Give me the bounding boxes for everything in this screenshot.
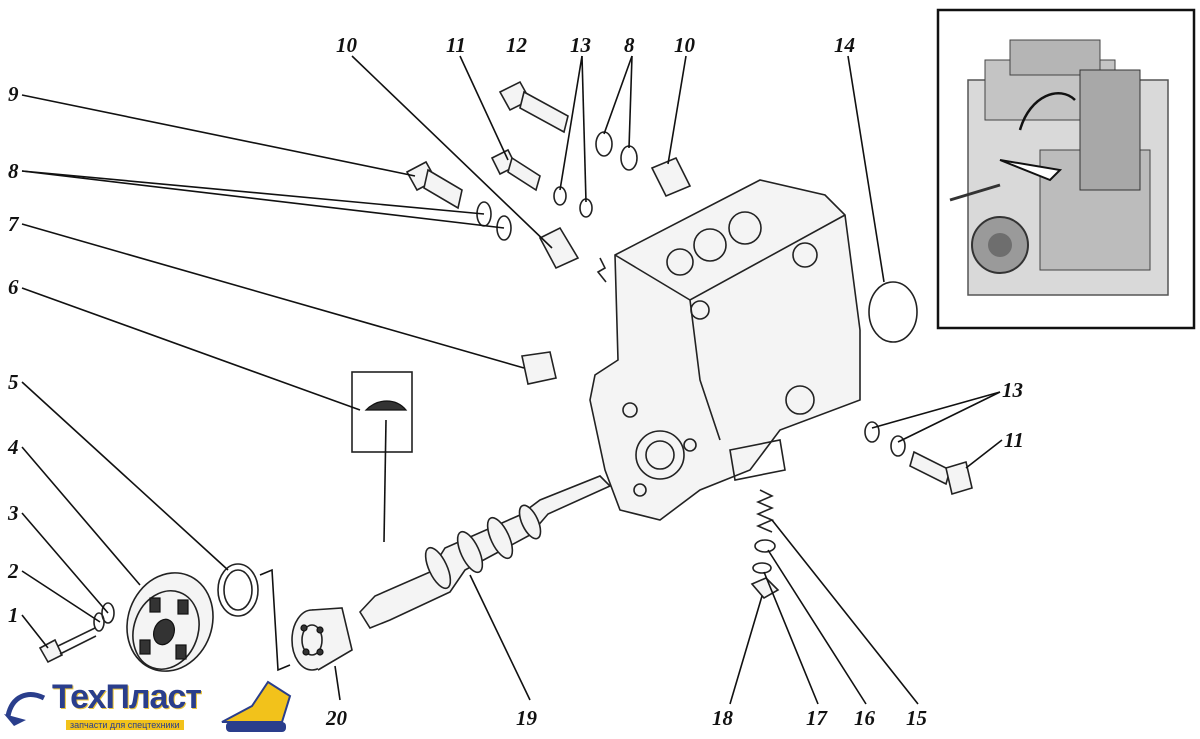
logo-tagline: запчасти для спецтехники	[66, 720, 184, 730]
leader-lines	[21, 55, 1003, 705]
label-13-right: 13	[1002, 378, 1023, 402]
label-8-top: 8	[624, 33, 635, 57]
label-6: 6	[8, 275, 19, 299]
label-5: 5	[8, 370, 19, 394]
brand-logo: ТехПласт запчасти для спецтехники	[0, 676, 300, 736]
label-4: 4	[7, 435, 19, 459]
label-17: 17	[806, 706, 829, 730]
label-15: 15	[906, 706, 927, 730]
label-1: 1	[8, 603, 19, 627]
label-16: 16	[854, 706, 876, 730]
label-9: 9	[8, 82, 19, 106]
label-2: 2	[7, 559, 19, 583]
label-12: 12	[506, 33, 528, 57]
label-11-top: 11	[446, 33, 466, 57]
label-20: 20	[325, 706, 348, 730]
label-10-right: 10	[674, 33, 696, 57]
engine-inset	[936, 8, 1196, 330]
label-19: 19	[516, 706, 538, 730]
camshaft	[358, 475, 612, 629]
engine-photo-icon	[949, 39, 1169, 296]
label-8-left: 8	[8, 159, 19, 183]
excavator-icon	[4, 680, 292, 732]
label-14: 14	[834, 33, 855, 57]
label-3: 3	[7, 501, 19, 525]
small-parts	[38, 80, 973, 664]
label-10-left: 10	[336, 33, 358, 57]
drive-flange	[126, 572, 214, 672]
label-13-top: 13	[570, 33, 591, 57]
label-18: 18	[712, 706, 734, 730]
callout-labels: 1 2 3 4 5 6 7 8 8 9 10 10 11 11 12 13 13…	[7, 33, 1024, 730]
bearing	[291, 607, 353, 671]
logo-name: ТехПласт	[52, 678, 202, 716]
pump-housing	[589, 179, 861, 521]
label-7: 7	[8, 212, 20, 236]
label-11-right: 11	[1004, 428, 1024, 452]
